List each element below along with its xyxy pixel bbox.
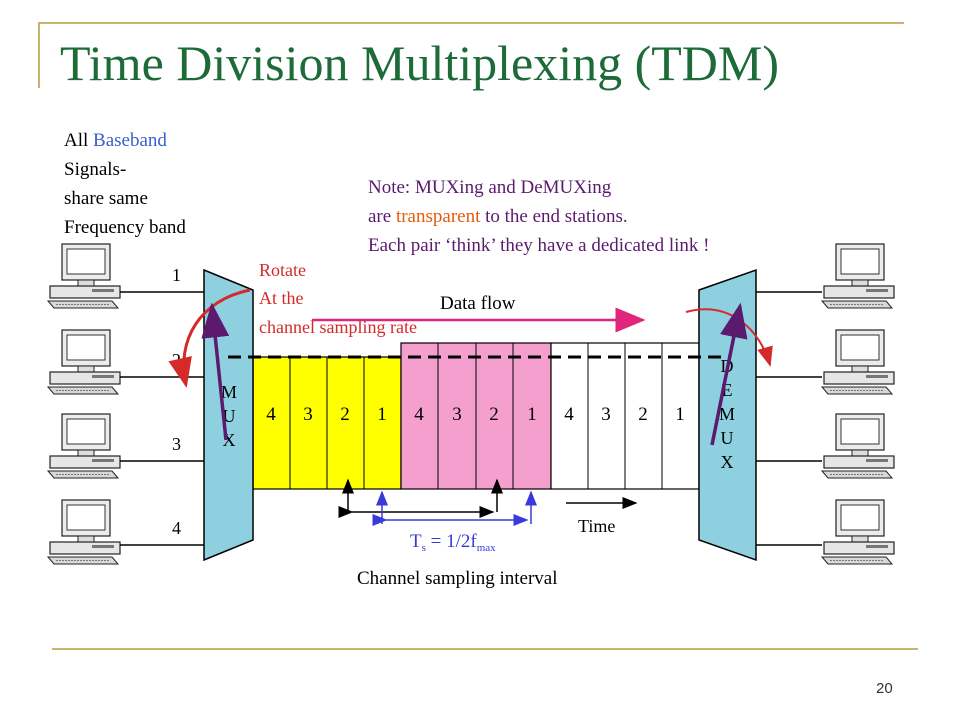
- computer-icon: [821, 329, 895, 395]
- left-note-line4: Frequency band: [64, 217, 186, 238]
- slot-label: 2: [638, 404, 648, 425]
- slot-label: 1: [377, 404, 387, 425]
- computer-icon: [47, 413, 121, 479]
- note-line2-prefix: are: [368, 206, 396, 227]
- computer-icon: [47, 499, 121, 565]
- frame-yellow: [252, 356, 402, 490]
- left-rule: [38, 22, 40, 88]
- input-label: 2: [172, 350, 181, 370]
- input-label: 3: [172, 434, 181, 454]
- note-line2-suffix: to the end stations.: [480, 206, 628, 227]
- rotate-line3: channel sampling rate: [259, 317, 417, 337]
- input-lines: [120, 291, 822, 546]
- demux-letter: U: [721, 428, 734, 448]
- page-number: 20: [876, 680, 893, 697]
- slot-label: 2: [489, 404, 499, 425]
- computer-icon: [821, 499, 895, 565]
- computer-icon: [47, 329, 121, 395]
- time-label: Time: [578, 516, 615, 536]
- channel-sampling-interval-label: Channel sampling interval: [357, 568, 558, 589]
- left-note-line2: Signals-: [64, 159, 127, 180]
- baseband-highlight: Baseband: [93, 130, 167, 151]
- demux-letter: X: [721, 452, 734, 472]
- slot-label: 3: [452, 404, 462, 425]
- mux-selector-arrow: [201, 302, 230, 441]
- slot-label: 4: [564, 404, 574, 425]
- mux-letter: M: [221, 382, 237, 402]
- note-line1: Note: MUXing and DeMUXing: [368, 177, 612, 198]
- demux-letter: M: [719, 404, 735, 424]
- rotate-line1: Rotate: [259, 260, 306, 280]
- slot-label: 3: [303, 404, 313, 425]
- rotate-arrow-left: [168, 288, 251, 388]
- slot-label: 1: [675, 404, 685, 425]
- input-label: 4: [172, 518, 181, 538]
- slot-label: 3: [601, 404, 611, 425]
- ts-formula: Ts = 1/2fmax: [410, 531, 496, 554]
- bottom-rule: [52, 648, 918, 650]
- transparency-note: Note: MUXing and DeMUXing are transparen…: [368, 173, 710, 260]
- rotate-line2: At the: [259, 288, 304, 308]
- slide-title: Time Division Multiplexing (TDM): [60, 35, 780, 91]
- left-note-line3: share same: [64, 188, 148, 209]
- demux-letter: E: [722, 380, 733, 400]
- data-flow-label: Data flow: [440, 293, 516, 314]
- slot-label: 2: [340, 404, 350, 425]
- input-label: 1: [172, 265, 181, 285]
- computer-icon: [821, 413, 895, 479]
- note-line3: Each pair ‘think’ they have a dedicated …: [368, 235, 710, 256]
- left-note: All Baseband Signals- share same Frequen…: [64, 126, 186, 242]
- top-rule: [38, 22, 904, 24]
- computer-icon: [47, 243, 121, 309]
- transparent-highlight: transparent: [395, 206, 481, 227]
- frame-pink: [400, 342, 552, 490]
- slot-label: 4: [414, 404, 424, 425]
- computer-icon: [821, 243, 895, 309]
- demux-selector-arrow: [710, 302, 748, 446]
- slot-label: 4: [266, 404, 276, 425]
- slot-label: 1: [527, 404, 537, 425]
- left-note-prefix: All: [64, 130, 94, 151]
